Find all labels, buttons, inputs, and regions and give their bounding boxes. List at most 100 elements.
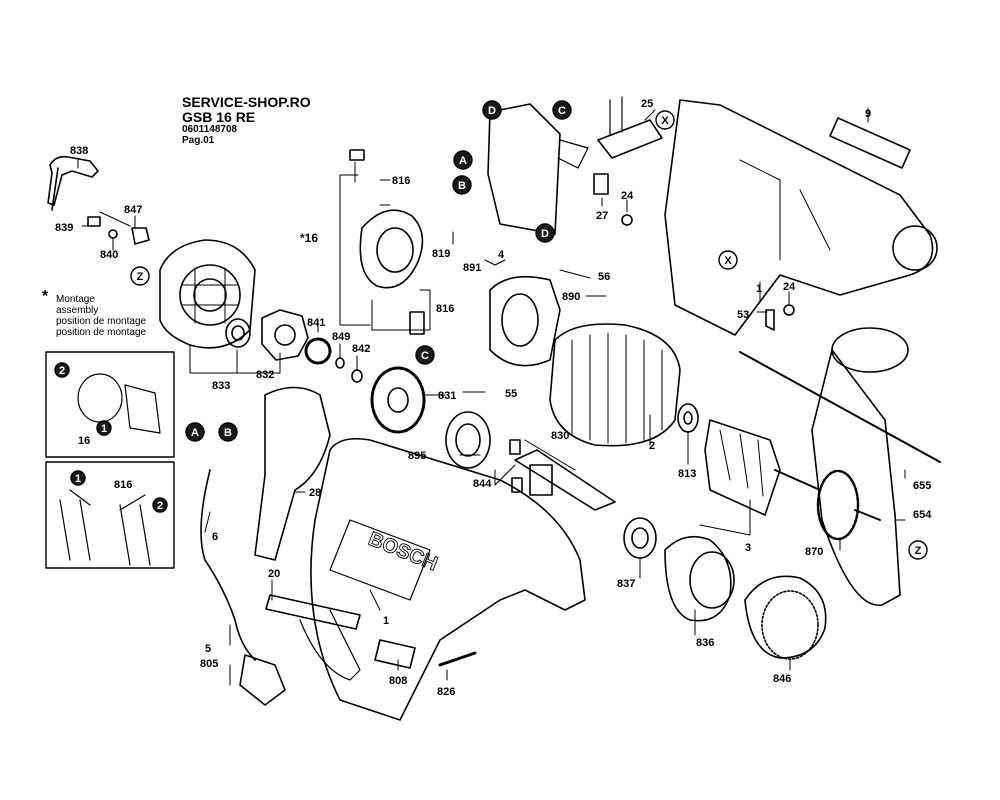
part-number-25: 25 <box>641 98 653 110</box>
part-number-839: 839 <box>55 222 73 234</box>
group-label-16: *16 <box>300 231 318 245</box>
part-3-armature <box>704 419 881 541</box>
part-number-4: 4 <box>498 249 505 261</box>
callout-circle <box>482 100 502 120</box>
part-826-screw <box>438 651 477 667</box>
callout-letter: 1 <box>101 423 107 435</box>
part-number-816c: 816 <box>114 479 132 491</box>
part-number-27: 27 <box>596 210 608 222</box>
part-842-ring <box>351 369 363 383</box>
part-number-805: 805 <box>200 658 218 670</box>
callout-Z-rear: Z <box>130 266 150 286</box>
part-number-831: 831 <box>438 390 456 402</box>
part-53 <box>765 309 775 331</box>
part-number-1a: 1 <box>756 283 762 295</box>
callout-letter: B <box>224 427 232 439</box>
part-841-gear <box>304 337 332 365</box>
part-number-849: 849 <box>332 331 350 343</box>
part-840-ball <box>108 229 118 239</box>
callout-letter: 1 <box>75 473 81 485</box>
part-number-5: 5 <box>205 643 211 655</box>
callout-C-wire: C <box>415 345 435 365</box>
assembly-note: * Montage assembly position de montage p… <box>42 289 146 339</box>
part-847-clip <box>131 227 150 245</box>
part-number-808: 808 <box>389 675 407 687</box>
header-part-code: 0601148708 <box>182 124 238 135</box>
part-rear-housing <box>159 239 256 349</box>
part-number-891: 891 <box>463 262 481 274</box>
callout-letter: C <box>421 350 429 362</box>
part-number-24b: 24 <box>783 281 796 293</box>
callout-B-cable: B <box>218 422 238 442</box>
part-main-housing <box>299 437 586 721</box>
callout-letter: X <box>724 255 732 267</box>
callout-A-switch: A <box>453 150 473 170</box>
part-9-label <box>829 117 911 169</box>
callout-circle <box>453 150 473 170</box>
callout-letter: C <box>558 105 566 117</box>
callout-D-wire: D <box>535 223 555 243</box>
callout-X-top: X <box>655 110 675 130</box>
part-839 <box>87 216 101 227</box>
part-846-chuck <box>744 575 827 660</box>
part-844-pin-b <box>511 477 523 493</box>
part-9-housing <box>664 99 938 336</box>
part-813-bearing <box>677 403 699 433</box>
detail-box-brush-insert <box>45 461 175 569</box>
callout-2-detail-b: 2 <box>152 497 168 513</box>
detail-box-brush-plate <box>45 351 175 458</box>
callout-letter: 2 <box>157 500 163 512</box>
part-number-20: 20 <box>268 568 280 580</box>
callout-circle <box>96 420 112 436</box>
callout-circle <box>218 422 238 442</box>
header-shop-name: SERVICE-SHOP.RO <box>182 94 311 110</box>
part-number-53: 53 <box>737 309 749 321</box>
part-number-654: 654 <box>913 509 932 521</box>
brand-logo: BOSCH <box>365 528 440 575</box>
callout-circle <box>415 345 435 365</box>
callout-circle <box>535 223 555 243</box>
part-805-plug <box>239 654 286 706</box>
callout-letter: Z <box>137 271 144 283</box>
part-number-819: 819 <box>432 248 450 260</box>
note-line: assembly <box>56 305 99 316</box>
callout-letter: B <box>458 180 466 192</box>
note-star: * <box>42 288 49 305</box>
part-number-840: 840 <box>100 249 118 261</box>
callout-1-detail-b: 1 <box>70 470 86 486</box>
part-20-label <box>265 594 361 630</box>
callout-circle <box>54 362 70 378</box>
part-number-9: 9 <box>865 108 871 120</box>
part-25 <box>597 119 663 159</box>
callout-C-switch: C <box>552 100 572 120</box>
part-fan <box>261 309 309 361</box>
part-number-655: 655 <box>913 480 931 492</box>
part-838-lever <box>47 155 99 211</box>
header-page: Pag.01 <box>182 135 215 146</box>
part-number-832: 832 <box>256 369 274 381</box>
part-808 <box>374 639 416 669</box>
part-number-2: 2 <box>649 440 655 452</box>
part-number-838: 838 <box>70 145 88 157</box>
part-number-6: 6 <box>212 531 218 543</box>
part-654-aux-handle <box>739 327 941 606</box>
part-number-846: 846 <box>773 673 791 685</box>
part-895-ring <box>445 411 491 469</box>
part-number-847: 847 <box>124 204 142 216</box>
callout-letter: D <box>488 105 496 117</box>
part-number-55: 55 <box>505 388 517 400</box>
part-849-ring <box>335 357 345 369</box>
callout-1-detail: 1 <box>96 420 112 436</box>
part-number-16: 16 <box>78 435 90 447</box>
callout-circle <box>908 540 928 560</box>
callout-2-detail: 2 <box>54 362 70 378</box>
part-number-844: 844 <box>473 478 492 490</box>
part-number-56: 56 <box>598 271 610 283</box>
note-line: Montage <box>56 294 95 305</box>
part-24-washer <box>621 214 633 226</box>
part-2-stator <box>549 323 681 447</box>
part-number-24a: 24 <box>621 190 634 202</box>
part-number-842: 842 <box>352 343 370 355</box>
part-16-brush-plate <box>349 149 425 335</box>
